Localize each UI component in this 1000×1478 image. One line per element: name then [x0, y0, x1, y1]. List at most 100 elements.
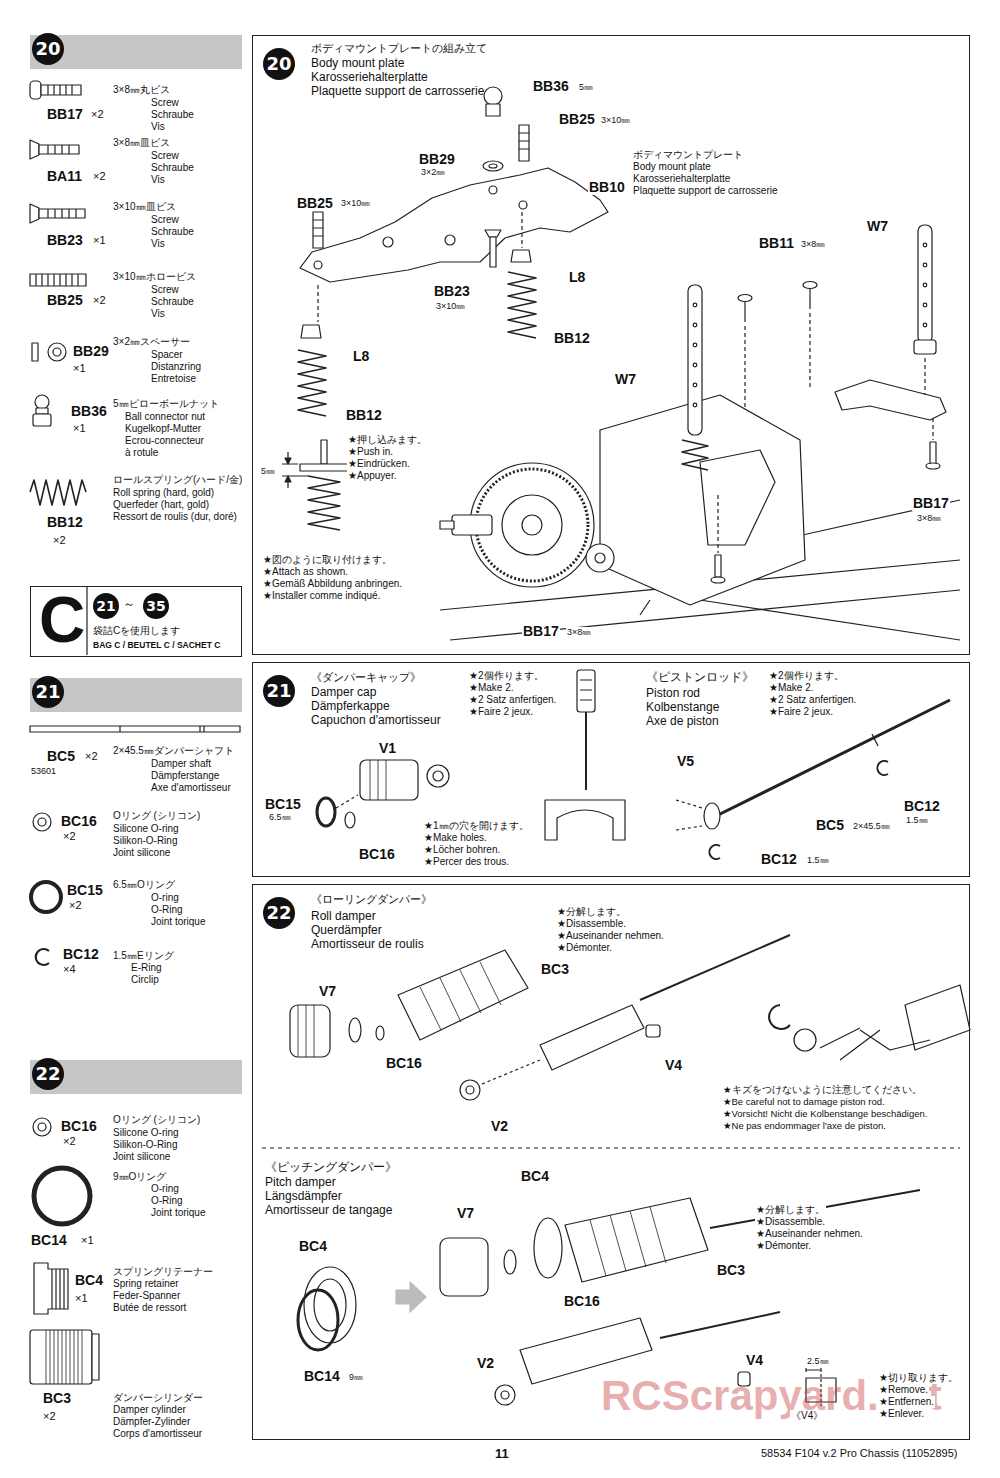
dimension: 1.5㎜	[806, 855, 830, 866]
heading-text: ～	[123, 597, 135, 611]
dimension: 3×8㎜	[800, 239, 826, 250]
step-number: 22	[32, 1058, 64, 1090]
note-text: Silikon-O-Ring	[112, 835, 178, 847]
quantity: ×2	[52, 534, 67, 547]
part-code: BB29	[72, 343, 110, 359]
quantity: ×2	[62, 1135, 77, 1148]
note-text: ★Make 2.	[468, 682, 515, 694]
note-text: Screw	[150, 150, 180, 162]
note-text: 3×10㎜皿ビス	[112, 201, 177, 213]
note-text: スプリングリテーナー	[112, 1266, 214, 1278]
note-text: Butée de ressort	[112, 1302, 187, 1314]
note-text: ★Faire 2 jeux.	[768, 706, 834, 718]
note-text: Roll spring (hard, gold)	[112, 487, 215, 499]
note-text: Spring retainer	[112, 1278, 180, 1290]
part-code: BC3	[42, 1390, 72, 1406]
note-text: Entretoise	[150, 373, 197, 385]
part-code: BA11	[46, 168, 83, 184]
part-code: BB36	[70, 403, 108, 419]
note-text: 1.5㎜Eリング	[112, 950, 175, 962]
note-text: Ball connector nut	[124, 411, 206, 423]
note-text: ★2 Satz anfertigen.	[768, 694, 857, 706]
note-text: Joint torique	[150, 1207, 206, 1219]
part-code: BC16	[60, 813, 98, 829]
dimension: 3×10㎜	[600, 115, 631, 126]
note-text: ロールスプリング(ハード/金)	[112, 474, 243, 486]
part-code: BC15	[264, 796, 302, 812]
heading-text: Capuchon d'amortisseur	[311, 713, 441, 727]
note-text: Screw	[150, 284, 180, 296]
note-text: ★Installer comme indiqué.	[262, 590, 381, 602]
note-text: ★キズをつけないように注意してください。	[722, 1084, 923, 1096]
note-text: O-ring	[150, 1183, 180, 1195]
part-code: BC4	[520, 1168, 550, 1184]
note-text: Vis	[150, 121, 166, 133]
note-text: ボディマウントプレート	[632, 149, 744, 161]
note-text: ★Démonter.	[556, 942, 613, 954]
part-code: BB10	[588, 179, 626, 195]
note-text: ★Be careful not to damage piston rod.	[722, 1096, 886, 1108]
heading-text: Roll damper	[311, 909, 376, 923]
part-code: BB17	[522, 623, 560, 639]
note-text: ★図のように取り付けます。	[262, 554, 393, 566]
part-code: BC3	[716, 1262, 746, 1278]
note-text: ★Faire 2 jeux.	[468, 706, 534, 718]
note-text: ★Eindrücken.	[347, 458, 411, 470]
subheading: Kolbenstange	[645, 700, 720, 714]
step-number: 21	[93, 593, 119, 619]
part-code: V5	[676, 753, 695, 769]
note-text: Karosseriehalterplatte	[632, 173, 731, 185]
step-number: 21	[263, 675, 295, 707]
step-number: 20	[32, 33, 64, 65]
note-text: ★Appuyer.	[347, 470, 397, 482]
note-text: ★Démonter.	[755, 1240, 812, 1252]
part-code: V4	[664, 1057, 683, 1073]
note-text: ★2個作ります。	[768, 670, 845, 682]
note-text: Spacer	[150, 349, 184, 361]
note-text: Querfeder (hart, gold)	[112, 499, 210, 511]
quantity: ×2	[62, 830, 77, 843]
note-text: ★Remove.	[878, 1384, 929, 1396]
subheading: Axe de piston	[645, 714, 720, 728]
part-code: BB12	[553, 330, 591, 346]
note-text: Joint torique	[150, 916, 206, 928]
note-text: ★Make holes.	[423, 832, 488, 844]
note-text: Schraube	[150, 162, 195, 174]
footer-text: 58534 F104 v.2 Pro Chassis (11052895)	[760, 1447, 959, 1459]
note-text: Plaquette support de carrosserie	[632, 185, 779, 197]
part-code: BB23	[433, 283, 471, 299]
heading-text: Dämpferkappe	[311, 699, 390, 713]
note-text: 6.5㎜Oリング	[112, 879, 176, 891]
note-text: ★Auseinander nehmen.	[755, 1228, 864, 1240]
dimension: 3×8㎜	[916, 513, 942, 524]
note-text: 9㎜Oリング	[112, 1171, 167, 1183]
dimension: 2×45.5㎜	[852, 821, 891, 832]
note-text: Corps d'amortisseur	[112, 1428, 203, 1440]
note-text: 《V4》	[790, 1410, 824, 1422]
note-text: Screw	[150, 214, 180, 226]
dimension: 9㎜	[348, 1372, 364, 1383]
part-code: BB17	[912, 495, 950, 511]
part-code: BC14	[303, 1368, 341, 1384]
bag-letter: C	[39, 587, 85, 653]
note-text: ★1㎜の穴を開けます。	[423, 820, 530, 832]
note-text: ★Attach as shown.	[262, 566, 349, 578]
note-text: ★2個作ります。	[468, 670, 545, 682]
note-text: 3×8㎜皿ビス	[112, 137, 171, 149]
note-text: Dämpfer-Zylinder	[112, 1416, 191, 1428]
note-text: Damper shaft	[150, 758, 212, 770]
part-code: BC4	[74, 1272, 104, 1288]
note-text: Oリング (シリコン)	[112, 1114, 201, 1126]
note-text: ★分解します。	[556, 906, 627, 918]
quantity: ×1	[80, 1234, 95, 1247]
heading-text: 袋詰Cを使用します	[93, 625, 180, 637]
note-text: ★Push in.	[347, 446, 394, 458]
part-code: BB12	[46, 514, 84, 530]
heading-text: Plaquette support de carrosserie	[311, 84, 484, 98]
note-text: ダンパーシリンダー	[112, 1392, 204, 1404]
subheading: Amortisseur de tangage	[264, 1203, 393, 1217]
note-text: Schraube	[150, 296, 195, 308]
note-text: O-ring	[150, 892, 180, 904]
note-text: Silicone O-ring	[112, 1127, 180, 1139]
part-code: BC4	[298, 1238, 328, 1254]
